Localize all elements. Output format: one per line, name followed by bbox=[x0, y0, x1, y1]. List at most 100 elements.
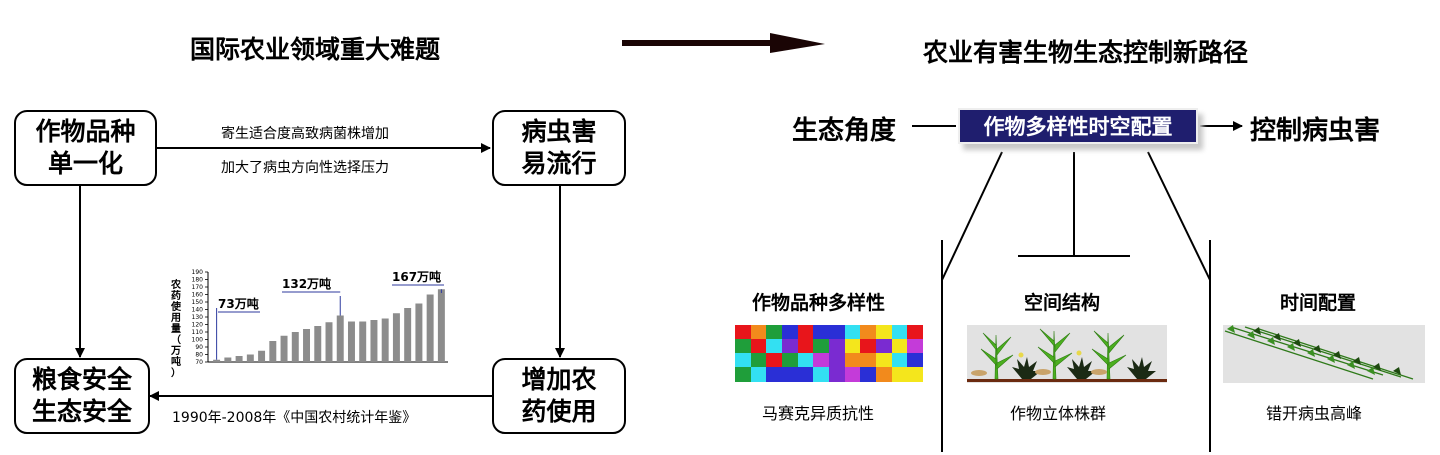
chart-bar bbox=[392, 313, 400, 362]
chart-bar bbox=[347, 321, 355, 362]
mosaic-cell bbox=[813, 353, 830, 368]
chart-y-tick-label: 180 bbox=[192, 277, 204, 284]
mosaic-cell bbox=[876, 367, 893, 382]
mosaic-cell bbox=[735, 339, 752, 354]
chart-y-label-char: 用 bbox=[170, 312, 181, 324]
control-label: 控制病虫害 bbox=[1250, 116, 1381, 146]
mosaic-cell bbox=[829, 353, 846, 368]
mosaic-image bbox=[735, 325, 924, 382]
section-title-time: 时间配置 bbox=[1280, 292, 1357, 314]
chart-bar bbox=[213, 359, 221, 362]
mosaic-cell bbox=[907, 367, 924, 382]
mosaic-cell bbox=[797, 339, 814, 354]
chart-y-tick-label: 160 bbox=[192, 292, 204, 299]
chart-bar bbox=[246, 354, 254, 362]
mosaic-cell bbox=[860, 353, 877, 368]
branch-left bbox=[941, 151, 1003, 281]
mosaic-cell bbox=[907, 339, 924, 354]
mosaic-cell bbox=[891, 339, 908, 354]
mosaic-cell bbox=[766, 339, 783, 354]
chart-bar bbox=[415, 303, 423, 362]
chart-y-tick-label: 110 bbox=[192, 329, 204, 336]
chart-y-label-char: 农 bbox=[170, 278, 181, 291]
box-monoculture: 作物品种 单一化 bbox=[14, 110, 157, 186]
mosaic-cell bbox=[750, 353, 767, 368]
chart-y-tick-label: 100 bbox=[192, 337, 204, 344]
chart-bar bbox=[291, 332, 299, 362]
chart-bar bbox=[381, 318, 389, 362]
mosaic-cell bbox=[735, 353, 752, 368]
caption-variety: 马赛克异质抗性 bbox=[762, 404, 875, 423]
arrow-label-top2: 加大了病虫方向性选择压力 bbox=[221, 160, 389, 176]
section-title-space: 空间结构 bbox=[1024, 292, 1101, 314]
mosaic-cell bbox=[907, 353, 924, 368]
chart-y-tick-label: 90 bbox=[195, 344, 203, 351]
chart-bar bbox=[426, 294, 434, 362]
mosaic-cell bbox=[797, 353, 814, 368]
chart-annotation-label: 167万吨 bbox=[392, 269, 441, 284]
mosaic-cell bbox=[844, 339, 861, 354]
box-epidemic: 病虫害 易流行 bbox=[492, 110, 626, 186]
section-title-variety: 作物品种多样性 bbox=[752, 292, 886, 314]
mosaic-cell bbox=[750, 339, 767, 354]
transition-arrow bbox=[622, 33, 825, 53]
mosaic-cell bbox=[829, 367, 846, 382]
chart-bar bbox=[336, 315, 344, 362]
mosaic-cell bbox=[813, 339, 830, 354]
eco-angle-label: 生态角度 bbox=[792, 116, 897, 146]
mosaic-cell bbox=[750, 325, 767, 340]
arrow-label-bottom: 1990年-2008年《中国农村统计年鉴》 bbox=[172, 410, 417, 426]
mosaic-cell bbox=[891, 367, 908, 382]
chart-bar bbox=[437, 289, 445, 362]
caption-time: 错开病虫高峰 bbox=[1266, 404, 1363, 423]
mosaic-cell bbox=[844, 367, 861, 382]
chart-y-tick-label: 120 bbox=[192, 322, 204, 329]
arrow-label-top1: 寄生适合度高致病菌株增加 bbox=[221, 126, 389, 142]
mosaic-cell bbox=[797, 325, 814, 340]
mosaic-cell bbox=[735, 367, 752, 382]
mosaic-cell bbox=[829, 339, 846, 354]
mosaic-cell bbox=[813, 367, 830, 382]
center-box: 作物多样性时空配置 bbox=[958, 108, 1198, 144]
mosaic-cell bbox=[860, 367, 877, 382]
mosaic-cell bbox=[813, 325, 830, 340]
mosaic-cell bbox=[766, 325, 783, 340]
chart-bar bbox=[235, 356, 243, 362]
chart-y-label-char: 使 bbox=[170, 300, 182, 313]
chart-bar bbox=[303, 329, 311, 362]
mosaic-cell bbox=[876, 353, 893, 368]
chart-bar bbox=[404, 308, 412, 362]
chart-y-tick-label: 80 bbox=[195, 352, 203, 359]
chart-y-label-char: （ bbox=[171, 333, 181, 346]
right-title: 农业有害生物生态控制新路径 bbox=[923, 38, 1249, 67]
mosaic-cell bbox=[907, 325, 924, 340]
mosaic-cell bbox=[829, 325, 846, 340]
chart-y-tick-label: 190 bbox=[192, 269, 204, 276]
left-title: 国际农业领域重大难题 bbox=[190, 35, 441, 64]
chart-bar bbox=[325, 322, 333, 362]
chart-bar bbox=[280, 335, 288, 362]
mosaic-cell bbox=[782, 339, 799, 354]
chart-y-tick-label: 130 bbox=[192, 314, 204, 321]
chart-bar bbox=[359, 321, 367, 362]
mosaic-cell bbox=[782, 353, 799, 368]
mosaic-cell bbox=[735, 325, 752, 340]
chart-bar bbox=[370, 320, 378, 362]
intercrop-image bbox=[967, 325, 1167, 383]
box-security: 粮食安全 生态安全 bbox=[14, 358, 150, 434]
mosaic-cell bbox=[844, 353, 861, 368]
rotation-image bbox=[1223, 325, 1425, 383]
box-pesticide: 增加农 药使用 bbox=[492, 358, 626, 434]
chart-bar bbox=[224, 357, 232, 362]
branch-right bbox=[1147, 151, 1211, 281]
mosaic-cell bbox=[860, 339, 877, 354]
mosaic-cell bbox=[891, 353, 908, 368]
chart-bar bbox=[269, 341, 277, 362]
mosaic-cell bbox=[844, 325, 861, 340]
chart-y-tick-label: 170 bbox=[192, 284, 204, 291]
chart-annotation-label: 73万吨 bbox=[218, 296, 259, 311]
chart-bar bbox=[314, 326, 322, 362]
chart-y-label-char: 药 bbox=[171, 289, 181, 302]
